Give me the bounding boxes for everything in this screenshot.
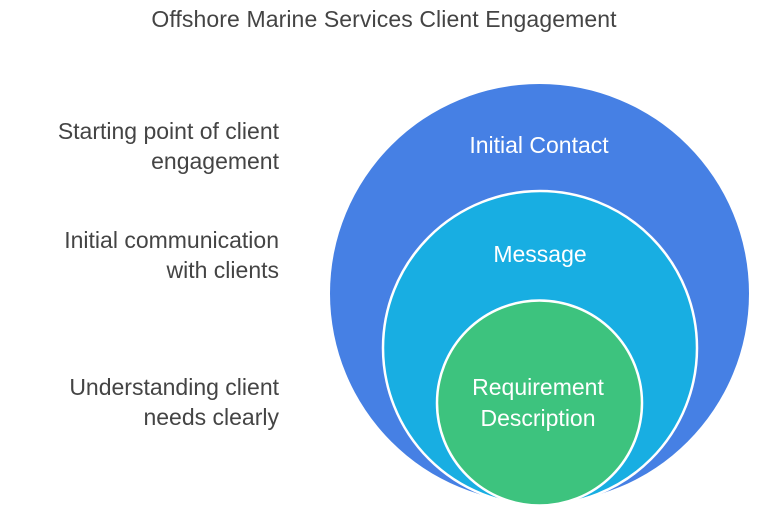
description-line: Understanding client [69,374,279,400]
description-line: with clients [166,257,279,283]
description-line: Starting point of client [57,118,279,144]
layer-description-initial-contact: Starting point of client engagement [58,116,279,176]
layer-description-message: Initial communication with clients [64,225,279,285]
description-line: needs clearly [143,404,279,430]
diagram-title: Offshore Marine Services Client Engageme… [151,6,617,32]
label-requirement-line-1: Requirement [472,374,604,400]
description-line: engagement [151,148,279,174]
label-requirement-line-2: Description [480,405,595,431]
layer-description-requirement: Understanding client needs clearly [69,372,279,432]
label-initial-contact: Initial Contact [469,132,609,158]
label-message: Message [493,241,586,267]
circle-requirement-description [435,299,644,507]
description-line: Initial communication [64,227,279,253]
